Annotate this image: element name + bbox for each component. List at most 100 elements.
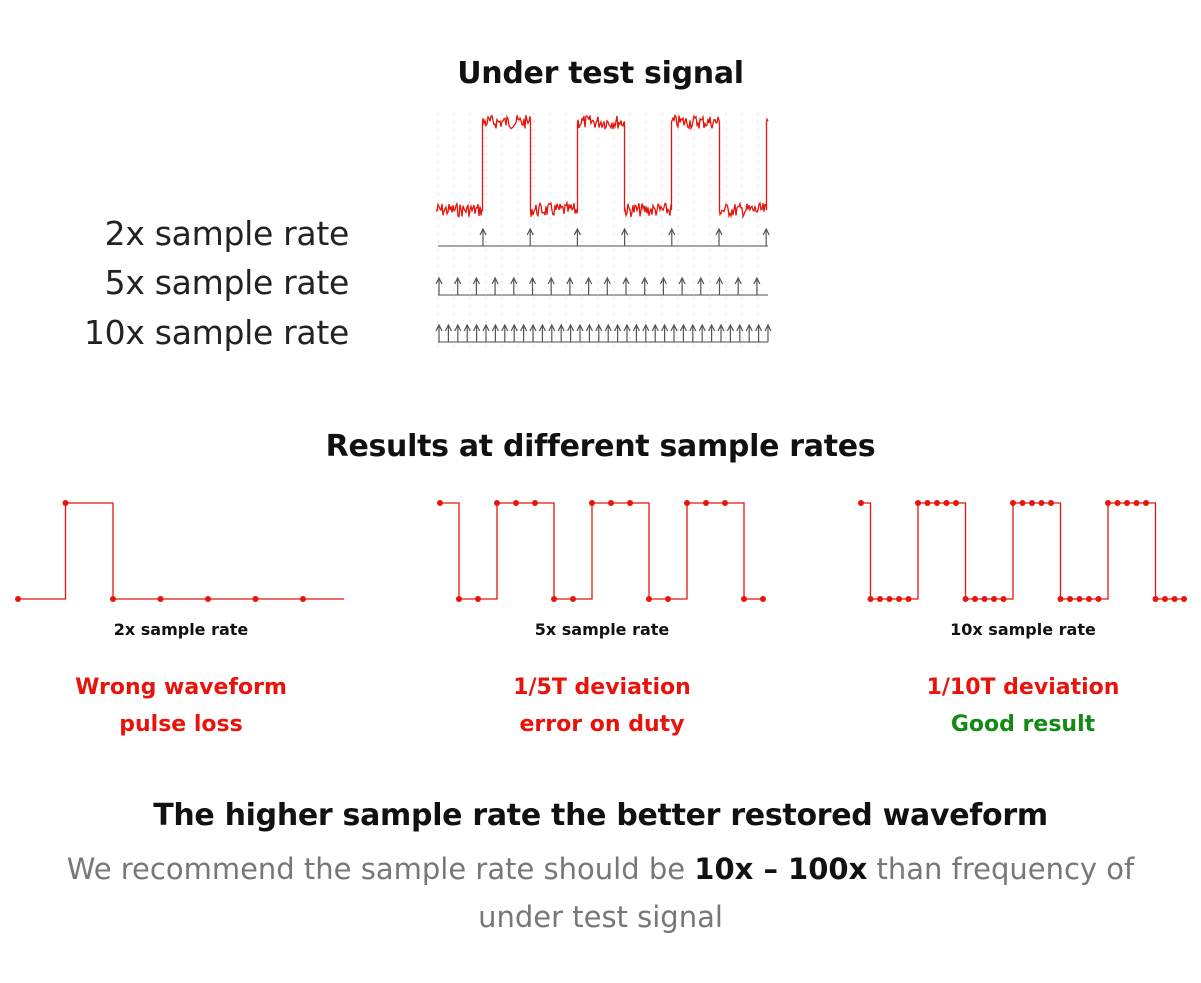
grid-dot — [677, 145, 679, 147]
grid-dot — [485, 129, 487, 131]
grid-dot — [549, 217, 551, 219]
grid-dot — [677, 185, 679, 187]
sample-point-5x — [665, 596, 671, 602]
sample-arrow-head — [585, 276, 593, 285]
sample-point-2x — [110, 596, 116, 602]
grid-dot — [501, 289, 503, 291]
grid-dot — [517, 273, 519, 275]
grid-dot — [485, 305, 487, 307]
grid-dot — [613, 169, 615, 171]
sample-point-5x — [722, 500, 728, 506]
grid-dot — [501, 177, 503, 179]
grid-dot — [709, 233, 711, 235]
grid-dot — [741, 297, 743, 299]
grid-dot — [549, 113, 551, 115]
grid-dot — [581, 337, 583, 339]
grid-dot — [565, 297, 567, 299]
grid-dot — [597, 161, 599, 163]
grid-dot — [677, 321, 679, 323]
under-test-title: Under test signal — [457, 56, 744, 91]
sample-point-10x — [896, 596, 902, 602]
grid-dot — [629, 177, 631, 179]
grid-dot — [757, 113, 759, 115]
recommendation-text: We recommend the sample rate should be 1… — [20, 845, 1181, 941]
grid-dot — [693, 121, 695, 123]
grid-dot — [709, 337, 711, 339]
panel-label-5x: 5x sample rate — [534, 620, 670, 639]
grid-dot — [645, 121, 647, 123]
grid-dot — [581, 185, 583, 187]
grid-dot — [677, 337, 679, 339]
recommend-bold: 10x – 100x — [694, 852, 868, 886]
grid-dot — [533, 233, 535, 235]
grid-dot — [661, 345, 663, 347]
grid-dot — [501, 249, 503, 251]
recommend-before: We recommend the sample rate should be — [66, 852, 695, 886]
grid-dot — [581, 265, 583, 267]
grid-dot — [469, 281, 471, 283]
grid-dot — [517, 145, 519, 147]
sample-arrow-head — [435, 323, 443, 332]
sample-point-10x — [1038, 500, 1045, 506]
verdict-10x-line2: Good result — [950, 712, 1096, 737]
grid-dot — [613, 257, 615, 259]
sample-point-10x — [1076, 596, 1083, 602]
grid-dot — [565, 217, 567, 219]
grid-dot — [501, 297, 503, 299]
verdict-5x-line1: 1/5T deviation — [513, 675, 691, 700]
grid-dot — [741, 201, 743, 203]
grid-dot — [677, 257, 679, 259]
grid-dot — [517, 161, 519, 163]
sample-point-5x — [627, 500, 633, 506]
sample-arrow-head — [529, 323, 537, 332]
grid-dot — [533, 257, 535, 259]
grid-dot — [757, 297, 759, 299]
grid-dot — [469, 217, 471, 219]
grid-dot — [437, 265, 439, 267]
grid-dot — [629, 153, 631, 155]
grid-dot — [517, 241, 519, 243]
verdict-5x: 1/5T deviation error on duty — [422, 669, 782, 743]
grid-dot — [597, 177, 599, 179]
grid-dot — [517, 121, 519, 123]
grid-dot — [661, 137, 663, 139]
grid-dot — [709, 169, 711, 171]
grid-dot — [709, 265, 711, 267]
grid-dot — [453, 345, 455, 347]
grid-dot — [581, 145, 583, 147]
sample-arrow-head — [697, 276, 705, 285]
grid-dot — [613, 193, 615, 195]
verdict-2x-line1: Wrong waveform — [75, 675, 287, 700]
grid-dot — [549, 201, 551, 203]
grid-dot — [741, 193, 743, 195]
grid-dot — [597, 153, 599, 155]
grid-dot — [629, 169, 631, 171]
grid-dot — [757, 273, 759, 275]
grid-dot — [581, 321, 583, 323]
grid-dot — [501, 113, 503, 115]
grid-dot — [517, 305, 519, 307]
sample-point-10x — [1086, 596, 1092, 602]
grid-dot — [613, 201, 615, 203]
grid-dot — [597, 313, 599, 315]
grid-dot — [613, 241, 615, 243]
grid-dot — [517, 217, 519, 219]
grid-dot — [741, 145, 743, 147]
sample-arrow-head — [661, 323, 669, 332]
grid-dot — [741, 337, 743, 339]
grid-dot — [469, 193, 471, 195]
grid-dot — [629, 273, 631, 275]
grid-dot — [613, 225, 615, 227]
grid-dot — [469, 249, 471, 251]
sample-arrow-head — [479, 227, 487, 236]
grid-dot — [741, 257, 743, 259]
sample-point-10x — [858, 500, 864, 506]
grid-dot — [437, 161, 439, 163]
grid-dot — [533, 177, 535, 179]
sample-arrow-head — [736, 323, 744, 332]
grid-dot — [709, 273, 711, 275]
sample-arrow-head — [753, 276, 761, 285]
grid-dot — [565, 177, 567, 179]
grid-dot — [485, 185, 487, 187]
grid-dot — [725, 193, 727, 195]
